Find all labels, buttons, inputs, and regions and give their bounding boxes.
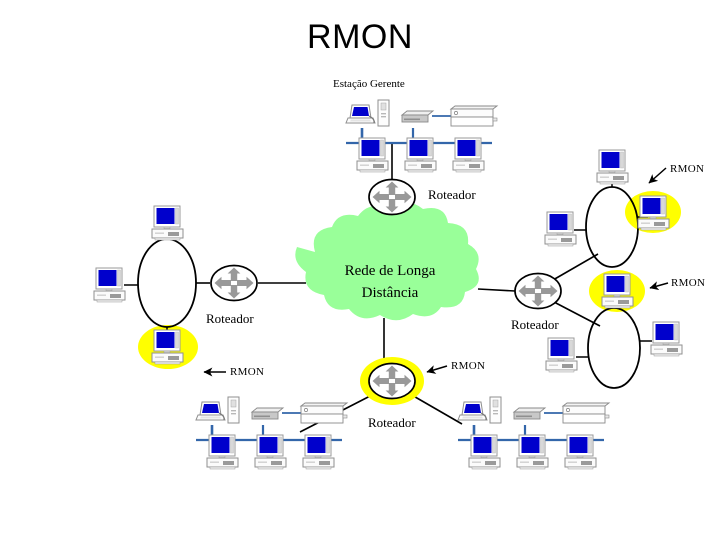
link-router-bottom-to-lan-right: [409, 393, 463, 425]
roteador-label-top: Roteador: [428, 187, 476, 202]
tower-device: [489, 396, 502, 424]
workstation: [151, 205, 184, 241]
workstation: [356, 137, 389, 173]
wan-cloud-label: Rede de Longa Distância: [300, 260, 480, 304]
lan-bottom-left-group: [195, 396, 348, 470]
page-title: RMON: [307, 18, 413, 56]
workstation: [404, 137, 437, 173]
workstation: [93, 267, 126, 303]
wan-cloud-group: [295, 202, 479, 321]
workstation: [596, 149, 629, 185]
printer-device: [562, 402, 610, 424]
link-router-right-to-ring-upper: [552, 253, 599, 281]
routers-group: [210, 178, 562, 405]
rmon-label-top-right: RMON: [670, 163, 705, 175]
workstation: [302, 434, 335, 470]
printer-device: [450, 105, 498, 127]
ring-right-upper-group: [544, 149, 681, 268]
rmon-arrow-bottom-mid: [426, 365, 448, 374]
router-bottom-rmon: [368, 362, 416, 400]
rmon-label-mid-right: RMON: [671, 277, 706, 289]
tower-device: [227, 396, 240, 424]
laptop-device: [195, 401, 226, 421]
wan-cloud-label-line1: Rede de Longa: [344, 263, 436, 279]
workstation-rmon-probe: [601, 273, 634, 309]
link-router-right-to-ring-lower: [553, 301, 601, 327]
ring-left-group: [93, 205, 198, 369]
lan-bottom-right-group: [457, 396, 610, 470]
printer-device: [300, 402, 348, 424]
laptop-device: [457, 401, 488, 421]
rmon-arrow-mid-right: [649, 281, 669, 291]
workstation: [564, 434, 597, 470]
router-right: [514, 272, 562, 310]
management-station-tower: [377, 99, 390, 127]
workstation: [206, 434, 239, 470]
rmon-label-bottom-mid: RMON: [451, 360, 486, 372]
wan-cloud-shape: [295, 202, 479, 321]
lan-top-group: [345, 99, 498, 173]
token-ring-right-upper: [585, 186, 639, 268]
workstation-rmon-probe: [637, 195, 670, 231]
workstation: [468, 434, 501, 470]
workstation: [254, 434, 287, 470]
hub-device: [401, 110, 434, 123]
rmon-label-left: RMON: [230, 366, 265, 378]
ring-right-lower-group: [545, 270, 683, 389]
roteador-label-right: Roteador: [511, 317, 559, 332]
link-cloud-to-router-right: [477, 288, 516, 292]
hub-device: [513, 407, 546, 420]
management-station-laptop: [345, 104, 376, 124]
workstation: [545, 337, 578, 373]
token-ring-right-lower: [587, 307, 641, 389]
rmon-arrow-top-right: [648, 167, 667, 184]
hub-device: [251, 407, 284, 420]
rmon-callout-arrows: [203, 167, 669, 377]
token-ring-left: [137, 238, 197, 328]
estacao-gerente-label: Estação Gerente: [333, 78, 405, 90]
workstation: [452, 137, 485, 173]
workstation: [516, 434, 549, 470]
workstation: [650, 321, 683, 357]
roteador-label-bottom: Roteador: [368, 415, 416, 430]
workstation-rmon-probe: [151, 329, 184, 365]
roteador-label-left: Roteador: [206, 311, 254, 326]
wan-cloud-label-line2: Distância: [361, 285, 419, 301]
router-left: [210, 264, 258, 302]
workstation: [544, 211, 577, 247]
router-top: [368, 178, 416, 216]
